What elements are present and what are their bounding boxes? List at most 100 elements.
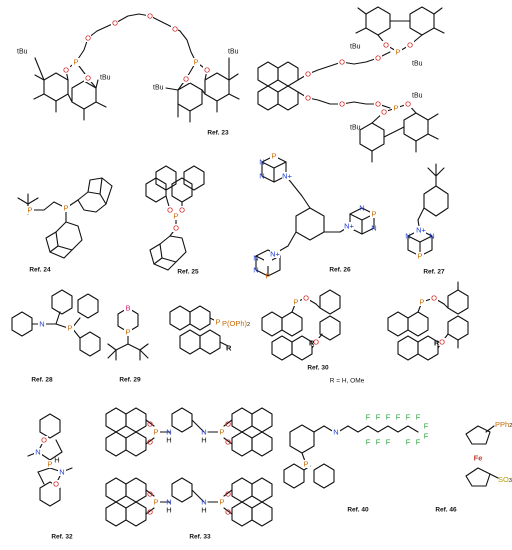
ref23-right-phosphite-atoms: O O P O O P bbox=[380, 41, 414, 117]
atom-f: F bbox=[416, 413, 421, 422]
atom-o: O bbox=[173, 224, 179, 233]
atom-p: P bbox=[417, 252, 422, 261]
ref26-heteroatoms: P N+ N N P N+ N N N+ N N P bbox=[253, 152, 378, 281]
atom-f: F bbox=[366, 438, 371, 447]
atom-f: F bbox=[416, 438, 421, 447]
atom-p: P bbox=[215, 318, 220, 327]
structure-ref-30-b: P O O R bbox=[261, 289, 341, 361]
atom-f: F bbox=[424, 432, 429, 441]
ref23-left-ether-oxygens: O O O O bbox=[84, 12, 178, 43]
atom-n: N bbox=[333, 428, 338, 437]
atom-o: O bbox=[147, 490, 153, 499]
structure-ref-40: P N F F F F F F F F F F F F F bbox=[283, 413, 429, 489]
tbu-label: tBu bbox=[153, 85, 164, 92]
atom-p: P bbox=[27, 206, 32, 215]
atom-o: O bbox=[183, 75, 189, 84]
ref-25-label: Ref. 25 bbox=[177, 269, 199, 276]
atom-f: F bbox=[406, 413, 411, 422]
atom-o: O bbox=[85, 34, 91, 43]
atom-h: H bbox=[201, 506, 206, 515]
p-oph2-label: P(OPh)2 bbox=[222, 319, 250, 329]
atom-n: N bbox=[259, 158, 264, 167]
ref-32-label: Ref. 32 bbox=[51, 534, 73, 541]
atom-n: N bbox=[359, 204, 364, 213]
ref23-left-phosphite-atoms: O O P O O P bbox=[62, 58, 211, 84]
atom-p: P bbox=[271, 152, 276, 161]
structure-ref-46: Fe PPh2 SO3− bbox=[465, 420, 512, 487]
atom-o: O bbox=[147, 420, 153, 429]
atom-p: P bbox=[265, 272, 270, 281]
atom-o: O bbox=[179, 206, 185, 215]
atom-f: F bbox=[424, 422, 429, 431]
structure-ref-32: N N P H O O bbox=[27, 413, 73, 507]
ref-46-label: Ref. 46 bbox=[435, 507, 457, 514]
structure-ref-26: P N+ N N P N+ N N N+ N N P bbox=[253, 152, 378, 281]
atom-n: N bbox=[201, 428, 206, 437]
atom-o: O bbox=[375, 54, 381, 63]
atom-p: P bbox=[63, 204, 68, 213]
atom-n: N bbox=[253, 266, 258, 275]
tbu-label: tBu bbox=[412, 93, 423, 100]
tbu-label: tBu bbox=[100, 75, 111, 82]
atom-p: P bbox=[303, 460, 308, 469]
r-label: R bbox=[226, 344, 232, 353]
structure-ref-28: N P bbox=[11, 289, 101, 357]
atom-o: O bbox=[313, 338, 319, 347]
atom-p: P bbox=[395, 48, 400, 57]
atom-o: O bbox=[383, 41, 389, 50]
pph2-label: PPh2 bbox=[495, 420, 512, 430]
atom-p: P bbox=[371, 210, 376, 219]
atom-o: O bbox=[381, 108, 387, 117]
atom-n: N bbox=[166, 498, 171, 507]
atom-o: O bbox=[112, 19, 118, 28]
structure-ref-25: O O P O bbox=[145, 165, 205, 271]
atom-p: P bbox=[393, 104, 398, 113]
atom-o: O bbox=[439, 338, 445, 347]
structure-ref-29: B P bbox=[107, 304, 149, 361]
atom-o: O bbox=[147, 508, 153, 517]
atom-o: O bbox=[225, 508, 231, 517]
atom-p: P bbox=[173, 212, 178, 221]
atom-p: P bbox=[67, 324, 72, 333]
atom-f: F bbox=[386, 438, 391, 447]
atom-p: P bbox=[293, 298, 298, 307]
atom-b: B bbox=[125, 304, 130, 313]
ref-28-label: Ref. 28 bbox=[31, 377, 53, 384]
atom-p: P bbox=[153, 498, 158, 507]
atom-o: O bbox=[225, 490, 231, 499]
structure-ref-30-c: P O O R bbox=[387, 281, 469, 361]
atom-p: P bbox=[125, 328, 130, 337]
atom-h: H bbox=[166, 506, 171, 515]
tbu-label: tBu bbox=[350, 44, 361, 51]
atom-o: O bbox=[172, 25, 178, 34]
atom-h: H bbox=[54, 456, 59, 465]
so3-label: SO3− bbox=[498, 473, 512, 484]
atom-f: F bbox=[396, 413, 401, 422]
atom-o: O bbox=[431, 294, 437, 303]
atom-o: O bbox=[339, 100, 345, 109]
structure-ref-24: P P bbox=[17, 177, 113, 259]
ref-30-label: Ref. 30 bbox=[307, 365, 329, 372]
atom-o: O bbox=[375, 100, 381, 109]
atom-h: H bbox=[166, 436, 171, 445]
atom-p: P bbox=[153, 428, 158, 437]
atom-o: O bbox=[41, 436, 47, 445]
atom-o: O bbox=[305, 94, 311, 103]
atom-o: O bbox=[225, 438, 231, 447]
ref40-fluorines: F F F F F F F F F F F F F bbox=[366, 413, 429, 447]
atom-fe: Fe bbox=[474, 454, 483, 463]
atom-f: F bbox=[366, 413, 371, 422]
atom-n: N bbox=[39, 320, 44, 329]
atom-p: P bbox=[219, 428, 224, 437]
atom-n: N bbox=[35, 448, 40, 457]
structure-ref-33: O O P N H N H P O O O O P N H N H bbox=[105, 407, 273, 527]
atom-o: O bbox=[405, 100, 411, 109]
atom-o: O bbox=[167, 206, 173, 215]
ref-27-label: Ref. 27 bbox=[423, 269, 445, 276]
atom-n: N bbox=[429, 232, 434, 241]
tbu-label: tBu bbox=[17, 49, 28, 56]
atom-o: O bbox=[407, 41, 413, 50]
atom-p: P bbox=[47, 460, 52, 469]
atom-f: F bbox=[376, 413, 381, 422]
